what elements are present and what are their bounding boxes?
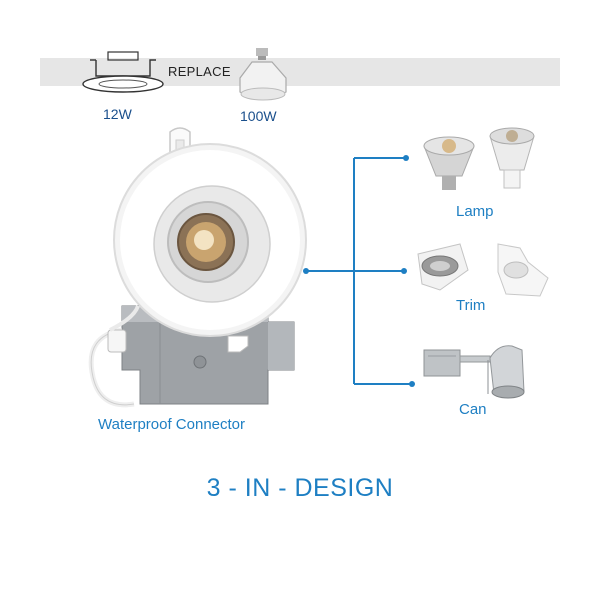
large-watt-label: 100W xyxy=(240,108,277,124)
small-downlight-icon xyxy=(82,51,164,93)
design-title: 3 - IN - DESIGN xyxy=(206,474,394,502)
par-bulb-icon xyxy=(239,48,287,101)
trim-icon xyxy=(417,243,549,297)
replace-label: REPLACE xyxy=(168,64,231,79)
small-watt-label: 12W xyxy=(103,106,132,122)
lamp-bulbs-icon xyxy=(423,127,535,190)
can-label: Can xyxy=(459,401,487,418)
waterproof-connector-illustration xyxy=(88,305,140,408)
lamp-label: Lamp xyxy=(456,203,494,220)
main-fixture xyxy=(113,143,307,337)
option-bracket-lines xyxy=(303,155,415,387)
waterproof-connector-label: Waterproof Connector xyxy=(98,416,246,433)
trim-label: Trim xyxy=(456,297,486,314)
can-housing-icon xyxy=(423,345,525,399)
